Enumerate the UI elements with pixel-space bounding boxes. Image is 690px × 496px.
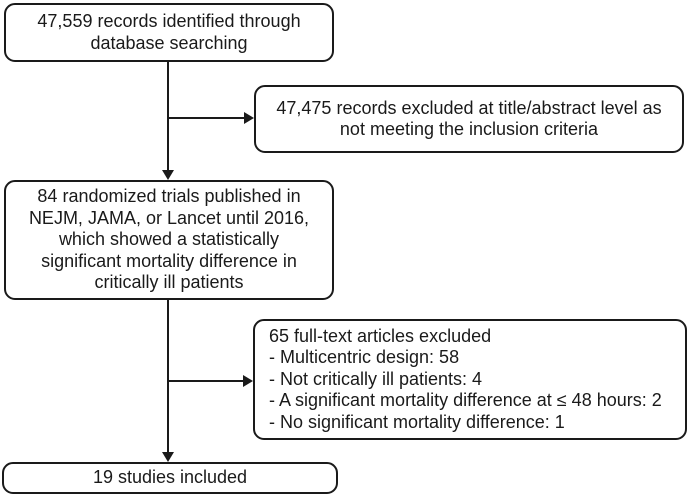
arrowhead-right-icon	[243, 375, 253, 387]
box-text-line: - Multicentric design: 58	[269, 347, 460, 368]
box-records-identified: 47,559 records identified through databa…	[4, 3, 334, 62]
box-text-line: 47,475 records excluded at title/abstrac…	[276, 97, 662, 118]
box-text-line: 84 randomized trials published in	[37, 186, 301, 207]
box-text-line: which showed a statistically	[58, 229, 280, 250]
box-text-line: not meeting the inclusion criteria	[339, 119, 599, 139]
box-text-line: significant mortality difference in	[41, 250, 297, 271]
box-text-line: critically ill patients	[94, 272, 244, 293]
flow-branch-to-excluded-abstract	[167, 117, 245, 119]
box-text-line: 47,559 records identified through	[37, 11, 301, 31]
arrowhead-right-icon	[244, 112, 254, 124]
box-text-line: 19 studies included	[92, 467, 248, 488]
box-text-line: - No significant mortality difference: 1	[269, 411, 565, 432]
box-records-excluded-title-abstract: 47,475 records excluded at title/abstrac…	[254, 85, 684, 153]
box-text-line: NEJM, JAMA, or Lancet until 2016,	[28, 207, 310, 228]
box-text-line: 65 full-text articles excluded	[269, 325, 492, 346]
box-text-line: - Not critically ill patients: 4	[269, 368, 483, 389]
arrowhead-down-icon	[162, 452, 174, 462]
box-fulltext-articles-excluded: 65 full-text articles excluded - Multice…	[253, 319, 687, 440]
box-text-line: - A significant mortality difference at …	[269, 390, 662, 411]
flow-line-trials-to-included	[167, 299, 169, 453]
box-text-line: database searching	[90, 32, 248, 53]
flow-line-identified-to-trials	[167, 61, 169, 171]
box-studies-included: 19 studies included	[2, 462, 338, 494]
flow-branch-to-excluded-fulltext	[167, 380, 244, 382]
arrowhead-down-icon	[162, 170, 174, 180]
box-randomized-trials: 84 randomized trials published in NEJM, …	[4, 180, 334, 300]
